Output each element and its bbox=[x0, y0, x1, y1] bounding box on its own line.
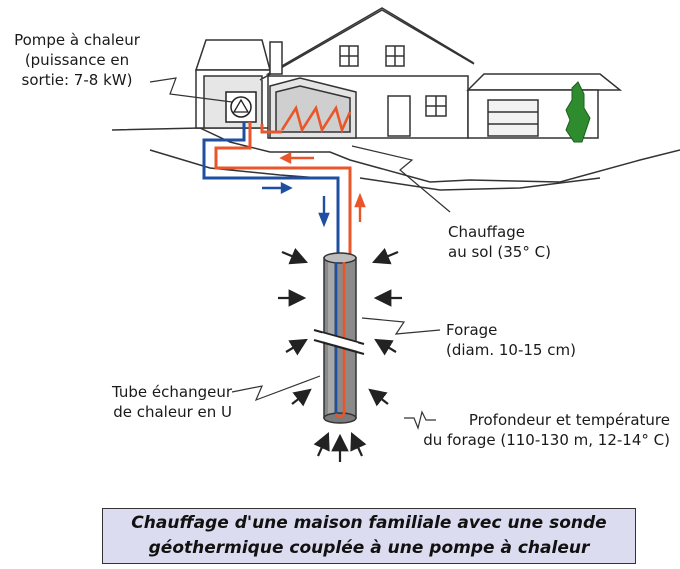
floor-heating-coil bbox=[280, 104, 352, 134]
floor-heating-label-line2: au sol (35° C) bbox=[448, 243, 551, 261]
borehole-label-line1: Forage bbox=[446, 321, 498, 339]
floor-heating-label: Chauffage au sol (35° C) bbox=[448, 222, 551, 262]
floor-heating-label-line1: Chauffage bbox=[448, 223, 525, 241]
borehole-label-line2: (diam. 10-15 cm) bbox=[446, 341, 576, 359]
borehole-label: Forage (diam. 10-15 cm) bbox=[446, 320, 576, 360]
caption-line2: géothermique couplée à une pompe à chale… bbox=[148, 538, 590, 558]
flow-arrows bbox=[262, 152, 366, 228]
ground-heat-arrows bbox=[278, 247, 402, 462]
house bbox=[259, 7, 623, 139]
heat-pump-label-line2: (puissance en bbox=[24, 51, 130, 69]
caption-line1: Chauffage d'une maison familiale avec un… bbox=[131, 513, 607, 533]
u-tube-label: Tube échangeur de chaleur en U bbox=[92, 382, 232, 422]
figure-caption: Chauffage d'une maison familiale avec un… bbox=[102, 508, 636, 564]
u-tube-label-line2: de chaleur en U bbox=[113, 403, 232, 421]
hot-pipe bbox=[214, 122, 352, 262]
cold-pipe bbox=[202, 122, 340, 262]
depth-label-line2: du forage (110-130 m, 12-14° C) bbox=[423, 431, 670, 449]
heat-pump-unit bbox=[225, 91, 257, 123]
heat-pump-label-line1: Pompe à chaleur bbox=[14, 31, 140, 49]
borehole bbox=[313, 252, 365, 424]
depth-label-line1: Profondeur et température bbox=[468, 411, 670, 429]
heat-pump-label: Pompe à chaleur (puissance en sortie: 7-… bbox=[4, 30, 150, 90]
shrub bbox=[565, 81, 591, 143]
depth-label: Profondeur et température du forage (110… bbox=[400, 410, 670, 450]
leader-lines bbox=[149, 77, 451, 430]
u-tube-label-line1: Tube échangeur bbox=[111, 383, 232, 401]
heat-pump-label-line3: sortie: 7-8 kW) bbox=[21, 71, 133, 89]
